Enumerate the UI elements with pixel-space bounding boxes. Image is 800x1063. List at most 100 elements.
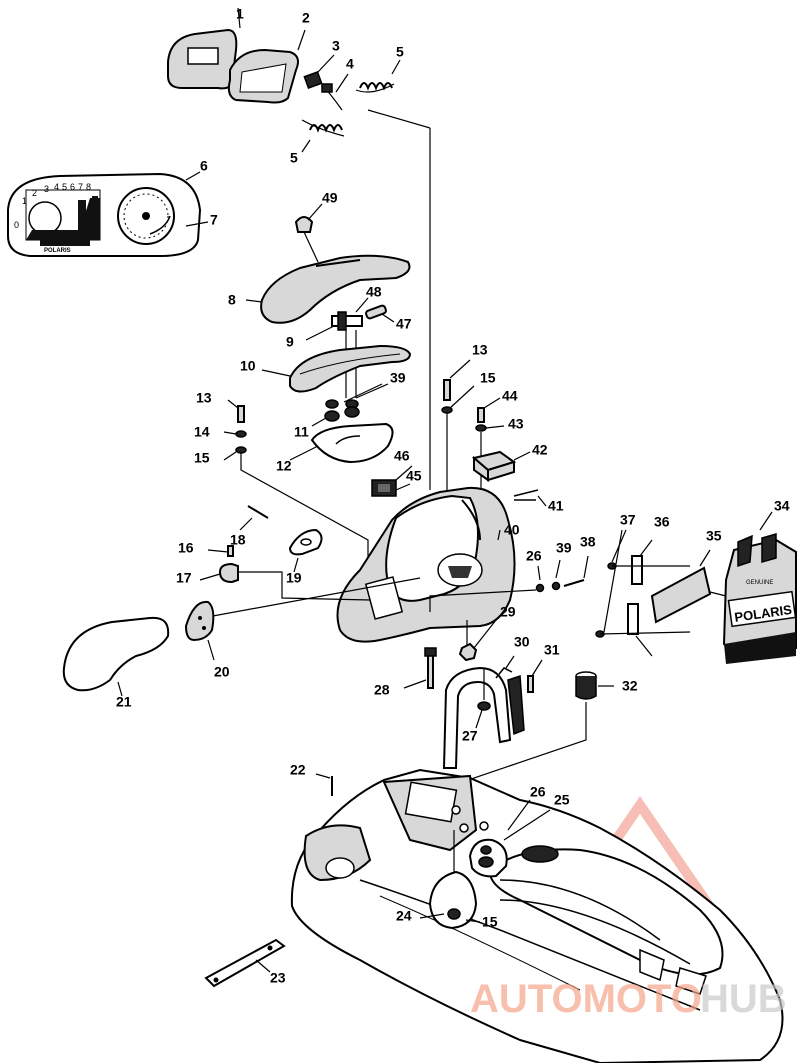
callout-30: 30	[514, 633, 530, 649]
part-47-pin	[365, 304, 395, 323]
callout-3: 3	[332, 37, 340, 53]
callout-22: 22	[290, 761, 306, 777]
callout-8: 8	[228, 291, 236, 307]
callout-11: 11	[294, 423, 309, 439]
part-49-knob	[294, 203, 323, 263]
callout-15b: 15	[480, 369, 496, 385]
callout-43: 43	[508, 415, 524, 431]
gauge-scale-2: 2	[32, 188, 37, 198]
part-42-block	[471, 450, 531, 482]
gauge-scale: 1 2 3 4 5 6 7 8 0 POLARIS	[14, 182, 91, 254]
part-27-nut	[475, 668, 491, 729]
part-12-plate	[289, 422, 394, 464]
callout-6: 6	[200, 157, 208, 173]
part-31-screw	[527, 659, 543, 693]
callout-32: 32	[622, 677, 638, 693]
leader-9	[305, 325, 335, 341]
callout-26b: 26	[530, 783, 546, 799]
decal-small-text: GENUINE	[746, 580, 773, 586]
part-3-socket	[303, 54, 335, 89]
part-10-lower-cover	[261, 344, 412, 393]
gauge-scale-8: 8	[86, 182, 91, 192]
part-2-lens	[227, 29, 306, 104]
callout-45: 45	[406, 467, 422, 483]
callout-15a: 15	[194, 449, 210, 465]
part-46-switch	[371, 465, 413, 497]
callout-10: 10	[240, 357, 256, 373]
callout-5b: 5	[290, 149, 298, 165]
part-44-screw	[475, 397, 505, 500]
callout-24: 24	[396, 907, 412, 923]
part-5-spring-bottom	[301, 119, 345, 153]
callout-29: 29	[500, 603, 516, 619]
part-36-bracket	[595, 529, 691, 657]
callout-20: 20	[214, 663, 230, 679]
part-30-column-bracket	[442, 655, 525, 769]
part-24-cover	[419, 830, 481, 930]
part-25-mount	[468, 799, 551, 878]
callout-42: 42	[532, 441, 548, 457]
part-22-screw	[315, 773, 333, 796]
part-16-screw	[207, 545, 234, 557]
callout-41: 41	[548, 497, 564, 513]
callout-47: 47	[396, 315, 412, 331]
watermark-part1: AUTOMOTO	[470, 977, 702, 1021]
part-41-clip	[513, 489, 547, 507]
part-7-speedometer	[117, 171, 209, 245]
callout-14: 14	[194, 423, 210, 439]
callout-23: 23	[270, 969, 286, 985]
callout-38: 38	[580, 533, 596, 549]
part-18-screw	[239, 505, 269, 531]
callout-35: 35	[706, 527, 722, 543]
callout-46: 46	[394, 447, 410, 463]
callout-49: 49	[322, 189, 338, 205]
callout-28: 28	[374, 681, 390, 697]
callout-16: 16	[178, 539, 194, 555]
gauge-scale-7: 7	[78, 182, 83, 192]
part-40-console-hood	[336, 486, 516, 643]
callout-27: 27	[462, 727, 478, 743]
part-8-upper-cover	[245, 254, 411, 324]
callout-25: 25	[554, 791, 570, 807]
callout-44: 44	[502, 387, 518, 403]
callout-4: 4	[346, 55, 354, 71]
callout-34: 34	[774, 497, 790, 513]
watermark-part2: HUB	[700, 977, 787, 1021]
part-20-mirror-mount	[184, 600, 215, 661]
callout-18: 18	[230, 531, 246, 547]
gauge-scale-5: 5	[62, 182, 67, 192]
callout-37: 37	[620, 511, 636, 527]
part-28-bolt	[403, 647, 437, 689]
part-17-grommet	[199, 562, 371, 601]
gauge-scale-6: 6	[70, 182, 75, 192]
gauge-scale-1: 1	[22, 196, 27, 206]
callout-48: 48	[366, 283, 382, 299]
callout-21: 21	[116, 693, 132, 709]
callout-36: 36	[654, 513, 670, 529]
callout-39a: 39	[390, 369, 406, 385]
part-38-bolt	[429, 555, 589, 612]
callout-19: 19	[286, 569, 302, 585]
gauge-brand: POLARIS	[44, 248, 71, 254]
part-19-gasket	[288, 528, 323, 573]
callout-17: 17	[176, 569, 192, 585]
callout-31: 31	[544, 641, 560, 657]
part-4-wire	[321, 73, 349, 111]
gauge-scale-0: 0	[14, 220, 19, 230]
callout-26a: 26	[526, 547, 542, 563]
callout-labels: 1 2 3 4 5 5 6 7 49 8 48 47 9 10 39 11 12…	[116, 5, 790, 985]
callout-39b: 39	[556, 539, 572, 555]
gauge-scale-4: 4	[54, 182, 59, 192]
part-11-nuts	[311, 383, 389, 427]
callout-5a: 5	[396, 43, 404, 59]
part-21-mirror	[62, 616, 170, 697]
part-35-panel	[650, 549, 727, 624]
callout-40: 40	[504, 521, 520, 537]
part-5-spring-top	[355, 59, 401, 93]
callout-2: 2	[302, 9, 310, 25]
watermark-text: AUTOMOTO HUB	[470, 977, 787, 1021]
gauge-scale-3: 3	[44, 184, 49, 194]
part-13-bolt-left	[223, 399, 369, 560]
part-34-decal-panel	[722, 511, 797, 664]
